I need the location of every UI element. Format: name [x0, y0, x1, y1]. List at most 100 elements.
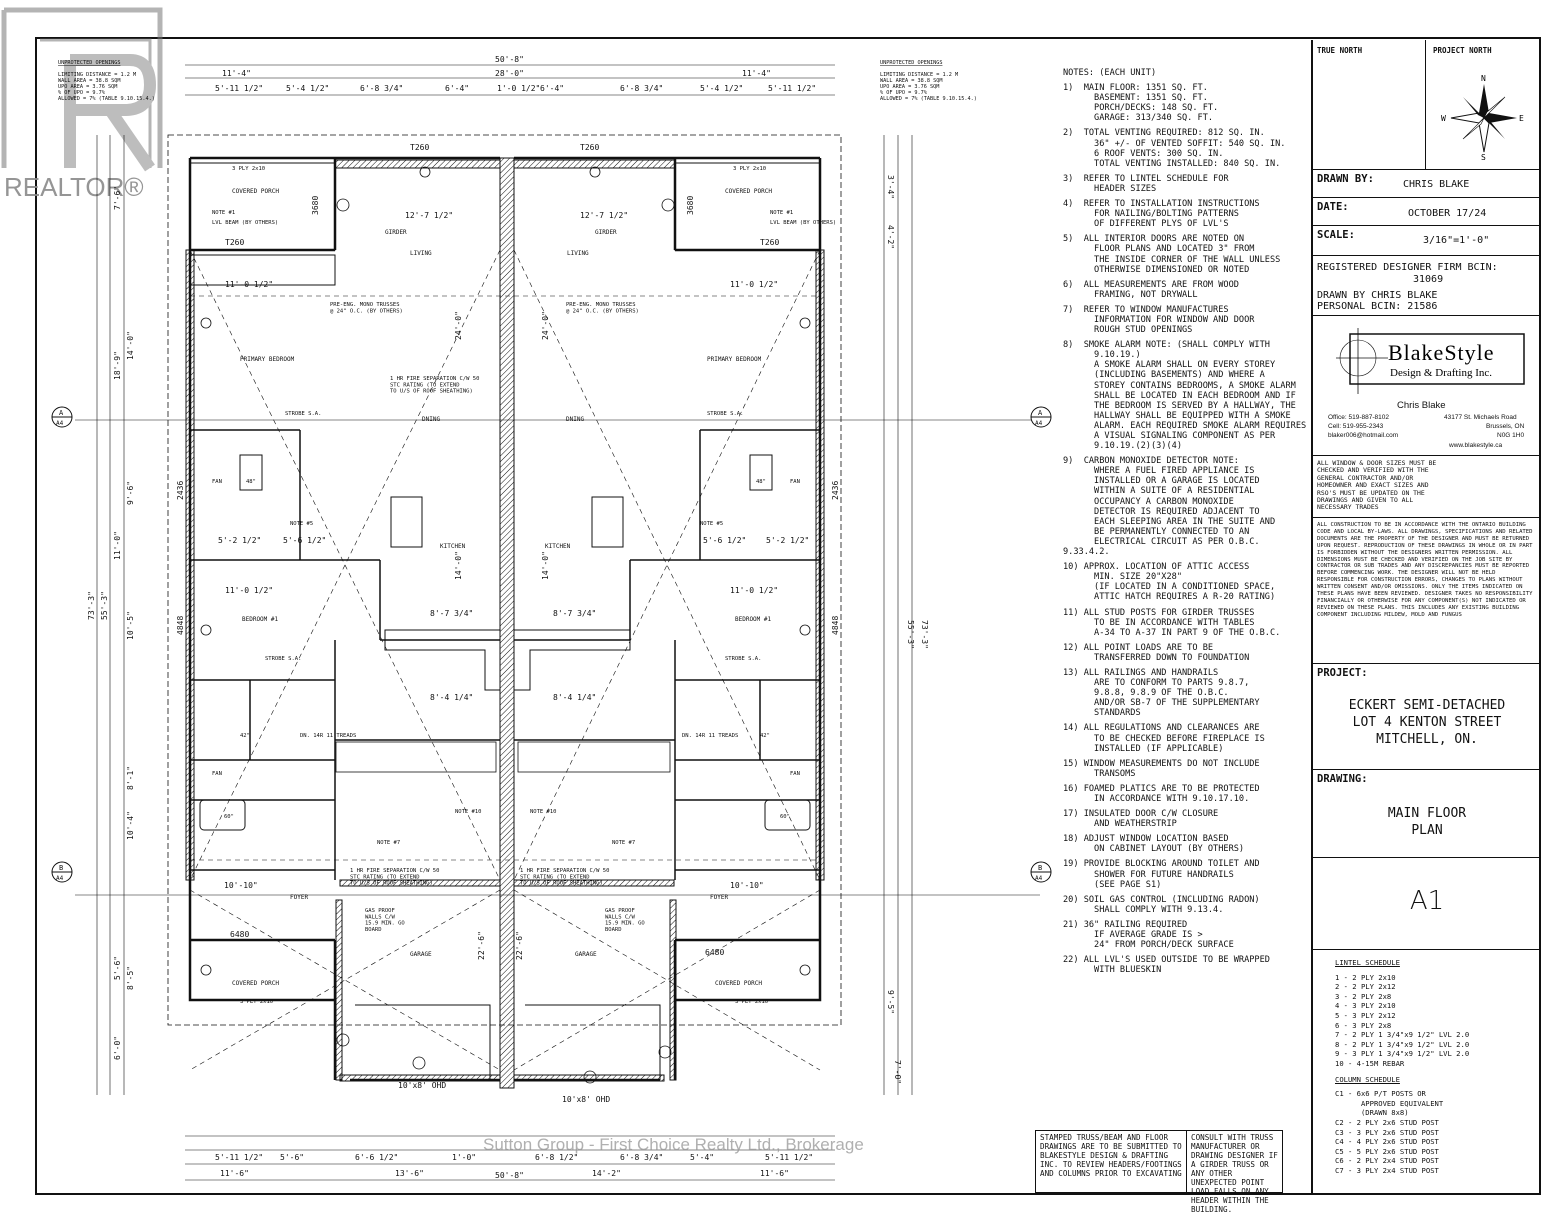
lintel-item: 9 - 3 PLY 1 3/4"x9 1/2" LVL 2.0: [1335, 1049, 1470, 1059]
fan-3: FAN: [212, 771, 222, 777]
living-dim-right: 12'-7 1/2": [580, 211, 628, 220]
top-dim-2: 5'-11 1/2": [215, 84, 263, 93]
door-2436-right: 2436: [831, 481, 840, 500]
fan-4: FAN: [790, 771, 800, 777]
bottom-dim-12: 11'-6": [760, 1169, 789, 1178]
construction-note: ALL CONSTRUCTION TO BE IN ACCORDANCE WIT…: [1317, 522, 1533, 618]
column-item: C1 - 6x6 P/T POSTS OR: [1335, 1089, 1426, 1099]
bed1-dim-right: 11'-0 1/2": [730, 586, 778, 595]
lintel-item: 7 - 2 PLY 1 3/4"x9 1/2" LVL 2.0: [1335, 1030, 1470, 1040]
contact-website: www.blakestyle.ca: [1449, 442, 1503, 449]
bottom-dim-7: 6'-8 1/2": [535, 1153, 578, 1162]
door-4848-left: 4848: [176, 616, 185, 635]
brokerage-watermark: Sutton Group - First Choice Realty Ltd.,…: [483, 1135, 864, 1154]
door-2436-left: 2436: [176, 481, 185, 500]
left-dim-2: 18'-9": [113, 351, 122, 380]
contact-office: Office: 519-887-8102: [1328, 414, 1389, 421]
lintel-item: 4 - 3 PLY 2x10: [1335, 1001, 1396, 1011]
stamped-truss-note: STAMPED TRUSS/BEAM AND FLOOR DRAWINGS AR…: [1035, 1130, 1187, 1193]
top-dim-3: 5'-4 1/2": [286, 84, 329, 93]
drawing-row: DRAWING: MAIN FLOOR PLAN: [1313, 770, 1541, 858]
garage-door-left: 10'x8' OHD: [398, 1081, 446, 1090]
tub-right: 60": [780, 814, 790, 820]
room-foyer-left: FOYER: [290, 894, 308, 901]
note10-left: NOTE #10: [455, 809, 482, 815]
note-item: 11) ALL STUD POSTS FOR GIRDER TRUSSES TO…: [1063, 607, 1281, 638]
bath-dim-right: 5'-6 1/2": [703, 536, 746, 545]
shower-left: 48": [246, 479, 256, 485]
note-item: 15) WINDOW MEASUREMENTS DO NOT INCLUDE T…: [1063, 758, 1260, 779]
title-block: TRUE NORTH PROJECT NORTH N S W E DRAWN B…: [1311, 40, 1541, 1193]
general-notes: NOTES: (EACH UNIT) 1) MAIN FLOOR: 1351 S…: [1063, 68, 1308, 980]
kitchen-depth-left: 14'-0": [454, 551, 463, 580]
right-dim-3: 9'-5": [886, 990, 895, 1014]
room-primary-bedroom-left: PRIMARY BEDROOM: [240, 356, 295, 363]
porch-beam-bottom-right: 3 PLY 2x10: [735, 999, 768, 1005]
room-living-right: LIVING: [567, 250, 589, 257]
top-dim-9: 5'-4 1/2": [700, 84, 743, 93]
column-item: C7 - 3 PLY 2x4 STUD POST: [1335, 1165, 1439, 1175]
svg-text:S: S: [1481, 153, 1486, 162]
girder-right: GIRDER: [595, 229, 617, 236]
project-line-2: LOT 4 KENTON STREET: [1352, 715, 1502, 730]
realtor-logo: REALTOR®: [1, 7, 163, 202]
kitchen-depth-right: 14'-0": [541, 551, 550, 580]
overall-width-top: 50'-8": [495, 55, 524, 64]
window-t260-1: T260: [410, 143, 429, 152]
window-t260-4: T260: [760, 238, 779, 247]
left-dim-10: 8'-5": [126, 966, 135, 990]
note-item: 19) PROVIDE BLOCKING AROUND TOILET AND S…: [1063, 859, 1260, 890]
porch-beam-top-right: 3 PLY 2x10: [733, 166, 766, 172]
top-dim-5: 6'-4": [445, 84, 469, 93]
lvl-beam-right: LVL BEAM (BY OTHERS): [770, 220, 836, 226]
foyer-dim-left: 10'-10": [224, 881, 258, 890]
note-item: 2) TOTAL VENTING REQUIRED: 812 SQ. IN. 3…: [1063, 128, 1286, 169]
lintel-title: LINTEL SCHEDULE: [1335, 958, 1400, 967]
svg-text:N: N: [1481, 74, 1486, 83]
window-t260-2: T260: [580, 143, 599, 152]
room-primary-bedroom-right: PRIMARY BEDROOM: [707, 356, 762, 363]
project-line-3: MITCHELL, ON.: [1376, 732, 1478, 747]
bottom-dim-9: 5'-4": [690, 1153, 714, 1162]
svg-text:A4: A4: [1035, 875, 1043, 882]
overall-width-bottom: 50'-8": [495, 1171, 524, 1180]
left-dim-12: 7'-0": [893, 1060, 902, 1084]
note-item: 7) REFER TO WINDOW MANUFACTURES INFORMAT…: [1063, 304, 1255, 336]
scale-label: SCALE:: [1317, 229, 1355, 241]
note-item: 12) ALL POINT LOADS ARE TO BE TRANSFERRE…: [1063, 642, 1250, 663]
hall-dim-left: 8'-4 1/4": [430, 693, 473, 702]
left-dim-8: 10'-4": [126, 811, 135, 840]
note5-left: NOTE #5: [290, 521, 313, 527]
note-item: 3) REFER TO LINTEL SCHEDULE FOR HEADER S…: [1063, 173, 1229, 194]
lintel-item: 5 - 3 PLY 2x12: [1335, 1010, 1396, 1020]
room-garage-left: GARAGE: [410, 951, 432, 958]
left-dim-5: 11'-0": [113, 531, 122, 560]
column-item: C3 - 3 PLY 2x6 STUD POST: [1335, 1127, 1439, 1137]
dn-treads-left: DN. 14R 11 TREADS: [300, 733, 356, 739]
date-row: DATE: OCTOBER 17/24: [1313, 198, 1541, 226]
note-item: 8) SMOKE ALARM NOTE: (SHALL COMPLY WITH …: [1063, 340, 1307, 452]
top-dim-10: 5'-11 1/2": [768, 84, 816, 93]
section-marker-a-right: A A4: [1030, 406, 1052, 428]
column-item: C6 - 2 PLY 2x4 STUD POST: [1335, 1156, 1439, 1166]
project-row: PROJECT: ECKERT SEMI-DETACHED LOT 4 KENT…: [1313, 664, 1541, 770]
door-note: ALL WINDOW & DOOR SIZES MUST BE CHECKED …: [1317, 459, 1437, 512]
kitchen-dim-right: 8'-7 3/4": [553, 609, 596, 618]
contact-address2: Brussels, ON: [1486, 423, 1525, 430]
firm-bcin-value: 31069: [1413, 274, 1444, 285]
svg-text:W: W: [1441, 114, 1446, 123]
tub-left: 60": [224, 814, 234, 820]
svg-text:A: A: [59, 409, 64, 417]
left-dim-3: 14'-0": [126, 331, 135, 360]
lintel-item: 6 - 3 PLY 2x8: [1335, 1020, 1392, 1030]
svg-text:A4: A4: [56, 420, 64, 427]
contact-cell: Cell: 519-955-2343: [1328, 423, 1384, 430]
project-north-label: PROJECT NORTH: [1433, 46, 1492, 55]
top-dim-8: 6'-8 3/4": [620, 84, 663, 93]
shower-right: 48": [756, 479, 766, 485]
door-3680-right: 3680: [686, 196, 695, 215]
ens-dim-right: 5'-2 1/2": [766, 536, 809, 545]
section-marker-b-left: B A4: [51, 861, 73, 883]
